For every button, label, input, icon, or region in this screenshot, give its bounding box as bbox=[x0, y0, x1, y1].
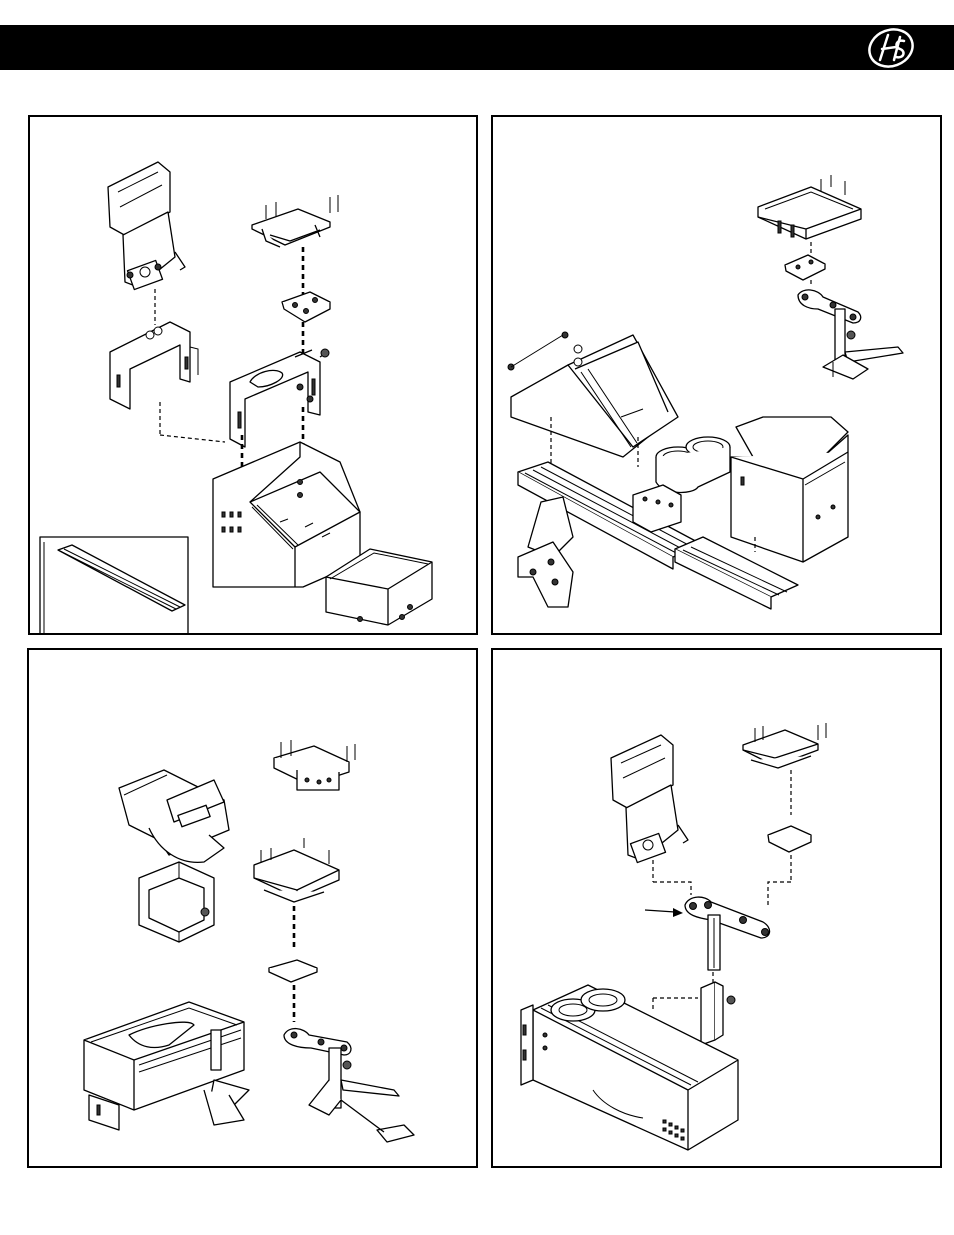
armrest-console-assembly-diagram-icon bbox=[493, 650, 940, 1166]
hs-monogram-logo-icon bbox=[866, 27, 916, 69]
pedestal-mount-assembly-diagram-icon bbox=[29, 650, 476, 1166]
panel-4 bbox=[491, 648, 942, 1168]
header-bar bbox=[0, 25, 954, 70]
panel-2 bbox=[491, 115, 942, 635]
console-mount-assembly-diagram-icon bbox=[30, 117, 476, 633]
rail-console-assembly-diagram-icon bbox=[493, 117, 940, 633]
panel-1 bbox=[28, 115, 478, 635]
panel-3 bbox=[27, 648, 478, 1168]
